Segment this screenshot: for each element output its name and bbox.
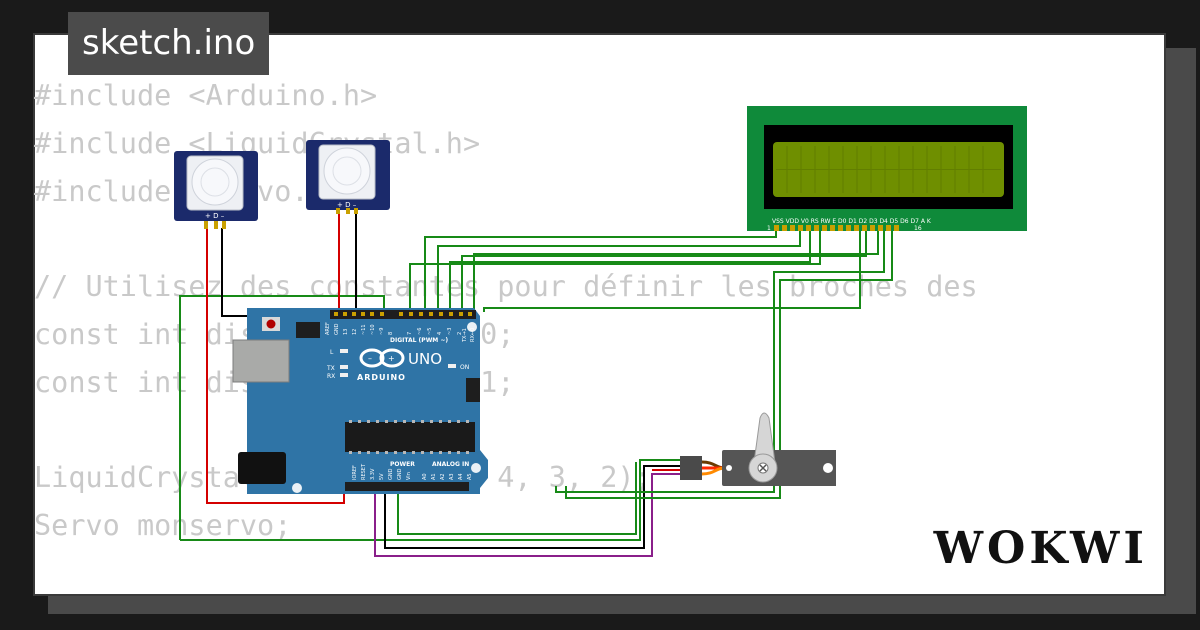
pir2-pin-label: + D – — [337, 201, 357, 209]
code-line: Servo monservo; — [34, 509, 292, 543]
pin-d1: TX→1 — [462, 328, 468, 343]
pin-d0: RX←0 — [470, 328, 476, 342]
servo-motor[interactable] — [680, 412, 836, 486]
wire-green-servo[interactable] — [180, 459, 690, 541]
pin-a1: A1 — [431, 473, 437, 480]
pin-d9: ~9 — [379, 328, 385, 335]
pin-d7: 7 — [407, 332, 413, 335]
wire-green-lcd-2[interactable] — [437, 228, 801, 312]
wire-purple-servo[interactable] — [374, 473, 690, 557]
wokwi-logo: WOKWI — [933, 523, 1148, 574]
pin-d5: ~5 — [427, 328, 433, 335]
lcd-pins — [774, 225, 899, 231]
board-brand: ARDUINO — [357, 373, 406, 382]
code-line: #include <Arduino.h> — [34, 79, 378, 112]
pin-aref: AREF — [325, 322, 331, 335]
wires — [179, 212, 893, 557]
code-line: // Utilisez des constantes pour définir … — [34, 270, 978, 304]
pin-5v: 5V — [379, 473, 385, 480]
pin-d2: 2 — [457, 332, 463, 335]
svg-text:+: + — [388, 354, 395, 363]
wire-green-lcd-4[interactable] — [409, 228, 821, 312]
svg-text:–: – — [368, 354, 372, 363]
lcd-display[interactable]: VSS VDD V0 RS RW E D0 D1 D2 D3 D4 D5 D6 … — [747, 106, 1027, 232]
power-jack — [238, 452, 286, 484]
pin-d3: ~3 — [447, 328, 453, 335]
lcd-char-grid — [776, 146, 1001, 193]
pin-ioref: IOREF — [352, 465, 358, 480]
pin-gnd: GND — [334, 323, 340, 335]
pin-a5: A5 — [467, 473, 473, 480]
power-analog-header — [345, 482, 469, 491]
pin-d10: ~10 — [370, 324, 376, 335]
pin-vin: Vin — [406, 472, 412, 480]
wire-green-gnd[interactable] — [397, 462, 637, 535]
wire-green-lcd-6[interactable] — [473, 228, 879, 312]
wire-green-loop[interactable] — [179, 295, 385, 540]
wire-green-lcd-7[interactable] — [555, 228, 885, 493]
icsp-header-2 — [466, 378, 480, 402]
pir-sensor-2[interactable]: + D – — [306, 140, 390, 214]
pin-a3: A3 — [449, 473, 455, 480]
pin-d6: ~6 — [417, 328, 423, 335]
pin-3v3: 3.3V — [370, 468, 376, 480]
led-on-label: ON — [460, 364, 469, 371]
pin-reset: RESET — [361, 463, 367, 480]
arduino-uno-board[interactable]: AREF GND 13 12 ~11 ~10 ~9 8 7 ~6 ~5 4 ~3… — [232, 308, 488, 494]
pin-d12: 12 — [352, 329, 358, 335]
led-tx-label: TX — [326, 365, 335, 372]
pir-sensor-1[interactable]: + D – — [174, 151, 258, 229]
pin-d8: 8 — [388, 332, 394, 335]
analog-label: ANALOG IN — [432, 461, 469, 468]
wire-green-lcd-9[interactable] — [483, 228, 861, 312]
pin-d13: 13 — [343, 329, 349, 335]
pin-gnd-2: GND — [397, 468, 403, 480]
icsp-header — [296, 322, 320, 338]
pir1-pin-label: + D – — [205, 212, 225, 220]
digital-label: DIGITAL (PWM ~) — [390, 337, 448, 344]
wire-green-lcd-1[interactable] — [424, 228, 777, 312]
pin-a0: A0 — [422, 473, 428, 480]
file-tab-sketch[interactable]: sketch.ino — [68, 12, 270, 75]
pin-gnd-1: GND — [388, 468, 394, 480]
wire-green-lcd-3[interactable] — [449, 228, 811, 312]
led-l-label: L — [330, 349, 334, 356]
power-label: POWER — [390, 461, 415, 468]
pin-d4: 4 — [437, 332, 443, 335]
wire-green-lcd-5[interactable] — [461, 228, 867, 312]
wire-black-servo[interactable] — [384, 465, 690, 549]
reset-button-cap[interactable] — [266, 319, 276, 329]
lcd-pin-first: 1 — [767, 225, 771, 232]
lcd-pin-last: 16 — [914, 225, 922, 232]
wire-red-pir1[interactable] — [206, 228, 345, 504]
arduino-logo: – + — [359, 348, 405, 368]
wire-green-lcd-8[interactable] — [565, 228, 893, 499]
pin-d11: ~11 — [361, 324, 367, 335]
led-rx-label: RX — [327, 373, 335, 380]
microcontroller-chip — [345, 422, 475, 452]
usb-port — [232, 339, 290, 383]
lcd-pin-labels: VSS VDD V0 RS RW E D0 D1 D2 D3 D4 D5 D6 … — [772, 218, 932, 225]
board-model: UNO — [408, 350, 442, 368]
servo-connector — [680, 456, 702, 480]
pin-a4: A4 — [458, 473, 464, 480]
pin-a2: A2 — [440, 473, 446, 480]
wire-black-pir1[interactable] — [221, 228, 371, 317]
